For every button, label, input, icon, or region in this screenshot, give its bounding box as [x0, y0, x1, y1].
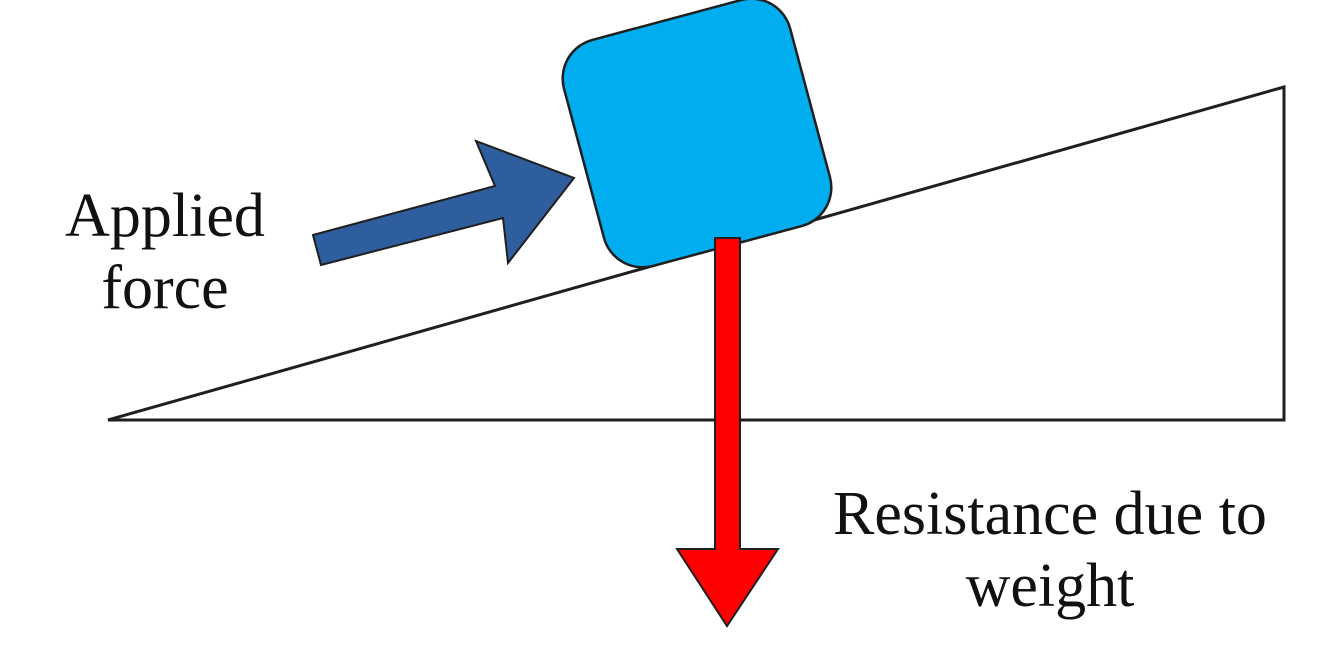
resistance-label-line-1: Resistance due to — [833, 480, 1267, 548]
block — [561, 0, 833, 269]
resistance-label: Resistance due to weight — [800, 478, 1300, 622]
resistance-label-line-2: weight — [965, 552, 1135, 620]
weight-arrow — [675, 237, 780, 628]
applied-force-label: Applied force — [40, 180, 290, 324]
applied-force-label-line-1: Applied — [65, 182, 265, 250]
applied-force-label-line-2: force — [101, 254, 229, 322]
applied-force-arrow — [311, 139, 576, 267]
